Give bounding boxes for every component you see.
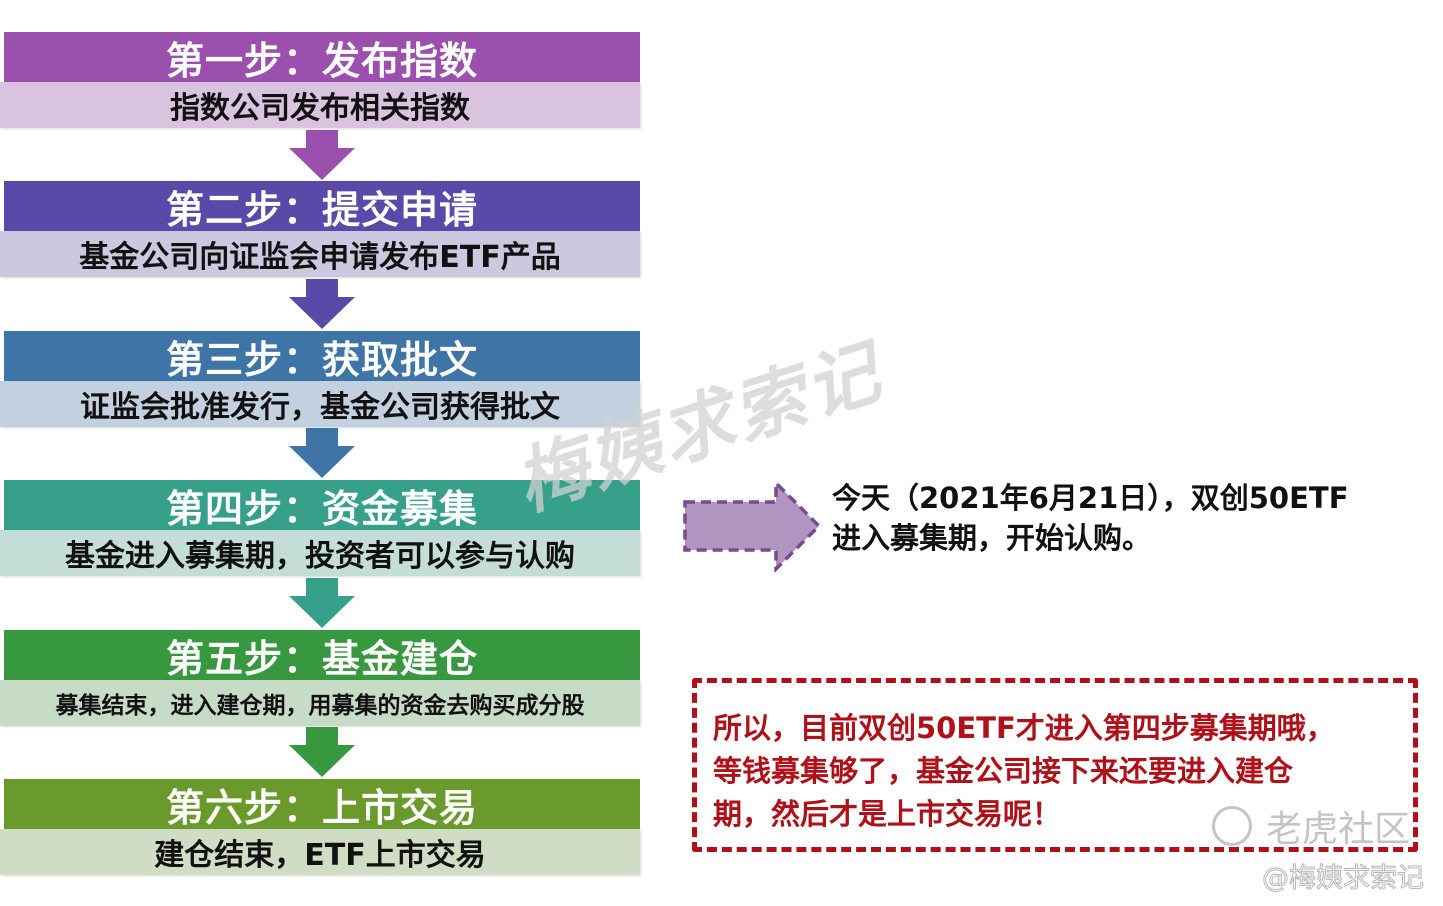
- conclusion-line-3: 期，然后才是上市交易呢！: [713, 797, 1062, 831]
- down-arrow-icon: [289, 428, 355, 478]
- step-6: 第六步：上市交易 建仓结束，ETF上市交易: [0, 779, 640, 875]
- step-3: 第三步：获取批文 证监会批准发行，基金公司获得批文: [0, 331, 640, 427]
- step-4-desc: 基金进入募集期，投资者可以参与认购: [0, 530, 640, 576]
- step-2: 第二步：提交申请 基金公司向证监会申请发布ETF产品: [0, 181, 640, 277]
- step-1: 第一步：发布指数 指数公司发布相关指数: [0, 32, 640, 128]
- step-2-desc: 基金公司向证监会申请发布ETF产品: [0, 231, 640, 277]
- down-arrow-icon: [289, 727, 355, 777]
- callout-line-1: 今天（2021年6月21日），双创50ETF: [832, 481, 1349, 515]
- conclusion-box: 所以，目前双创50ETF才进入第四步募集期哦， 等钱募集够了，基金公司接下来还要…: [692, 678, 1418, 852]
- callout-line-2: 进入募集期，开始认购。: [832, 521, 1152, 555]
- step-6-title: 第六步：上市交易: [4, 779, 640, 830]
- step-3-title: 第三步：获取批文: [4, 331, 640, 382]
- step-3-desc: 证监会批准发行，基金公司获得批文: [0, 381, 640, 427]
- step-4-title: 第四步：资金募集: [4, 480, 640, 531]
- callout-text: 今天（2021年6月21日），双创50ETF 进入募集期，开始认购。: [832, 478, 1432, 558]
- conclusion-line-1: 所以，目前双创50ETF才进入第四步募集期哦，: [713, 711, 1335, 745]
- step-5-desc: 募集结束，进入建仓期，用募集的资金去购买成分股: [0, 680, 640, 726]
- step-6-desc: 建仓结束，ETF上市交易: [0, 829, 640, 875]
- step-1-desc: 指数公司发布相关指数: [0, 82, 640, 128]
- step-1-title: 第一步：发布指数: [4, 32, 640, 83]
- step-5-title: 第五步：基金建仓: [4, 630, 640, 681]
- conclusion-line-2: 等钱募集够了，基金公司接下来还要进入建仓: [713, 754, 1294, 788]
- step-2-title: 第二步：提交申请: [4, 181, 640, 232]
- step-5: 第五步：基金建仓 募集结束，进入建仓期，用募集的资金去购买成分股: [0, 630, 640, 726]
- author-watermark: @梅姨求索记: [1262, 863, 1425, 895]
- right-arrow-icon: [683, 480, 822, 572]
- down-arrow-icon: [289, 578, 355, 628]
- down-arrow-icon: [289, 279, 355, 329]
- down-arrow-icon: [289, 130, 355, 180]
- step-4: 第四步：资金募集 基金进入募集期，投资者可以参与认购: [0, 480, 640, 576]
